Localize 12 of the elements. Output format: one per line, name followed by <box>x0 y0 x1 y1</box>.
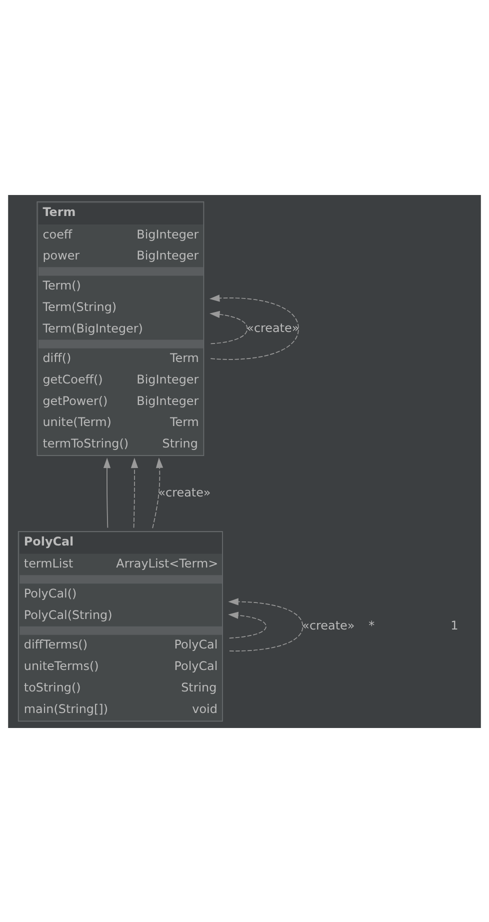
edge-label: «create» <box>302 618 355 632</box>
arrow <box>210 310 248 344</box>
label: 1 <box>450 618 458 632</box>
edge-label: «create» <box>246 320 300 334</box>
arrow <box>152 457 164 528</box>
arrow <box>209 294 299 360</box>
arrow <box>103 457 111 528</box>
label: * <box>368 618 375 632</box>
arrow <box>228 598 304 651</box>
edge-label: «create» <box>158 485 211 500</box>
arrow <box>228 611 266 638</box>
arrow <box>130 457 138 528</box>
